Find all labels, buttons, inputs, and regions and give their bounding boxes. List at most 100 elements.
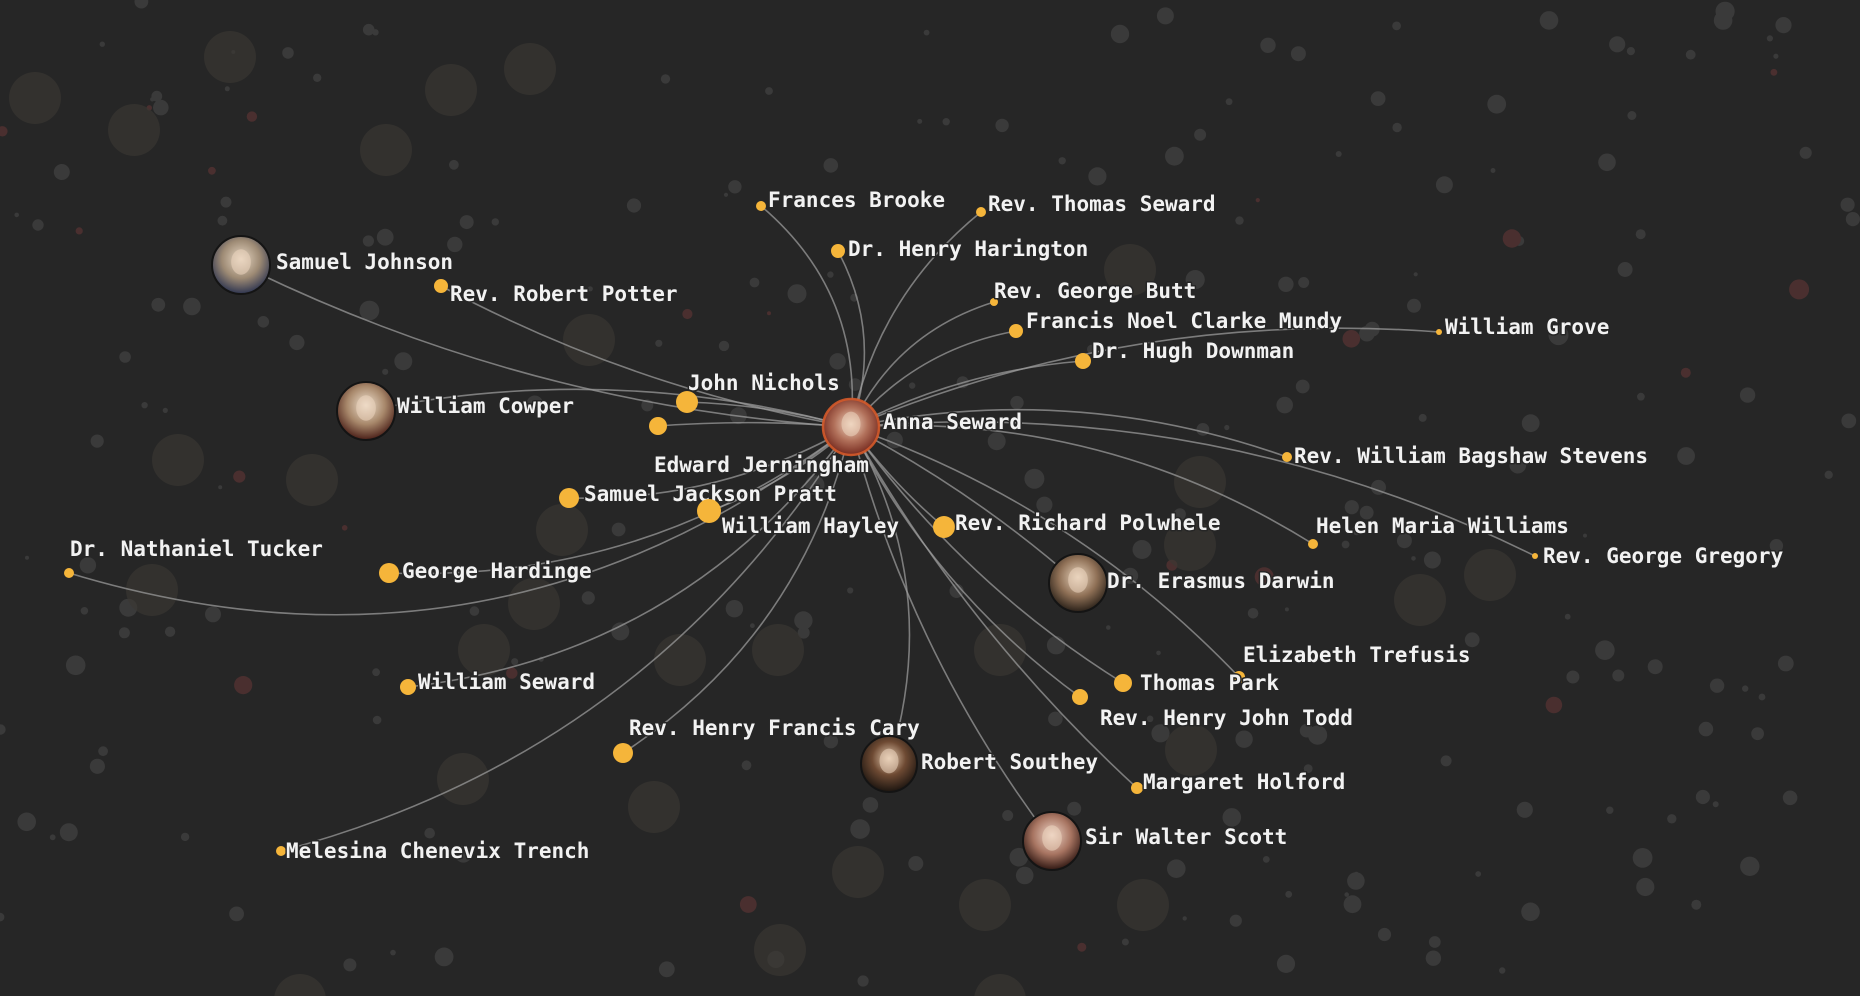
label-helen-maria-williams[interactable]: Helen Maria Williams bbox=[1315, 513, 1571, 540]
label-elizabeth-trefusis[interactable]: Elizabeth Trefusis bbox=[1242, 642, 1473, 669]
portrait-face-samuel-johnson bbox=[231, 249, 251, 275]
node-george-hardinge[interactable]: George Hardinge bbox=[379, 558, 594, 585]
node-dr-henry-harington[interactable]: Dr. Henry Harington bbox=[831, 236, 1090, 263]
node-margaret-holford[interactable]: Margaret Holford bbox=[1131, 769, 1347, 796]
dot-rev-george-gregory[interactable] bbox=[1532, 553, 1538, 559]
node-william-seward[interactable]: William Seward bbox=[400, 669, 597, 696]
label-francis-noel-clarke-mundy[interactable]: Francis Noel Clarke Mundy bbox=[1025, 308, 1344, 335]
node-dr-erasmus-darwin[interactable]: Dr. Erasmus Darwin bbox=[1048, 553, 1337, 613]
background-dot bbox=[797, 626, 810, 639]
node-robert-southey[interactable]: Robert Southey bbox=[860, 735, 1100, 793]
dot-melesina-chenevix-trench[interactable] bbox=[276, 846, 286, 856]
dot-samuel-jackson-pratt[interactable] bbox=[559, 488, 579, 508]
label-samuel-jackson-pratt[interactable]: Samuel Jackson Pratt bbox=[583, 481, 839, 508]
dot-elizabeth-trefusis[interactable] bbox=[1233, 671, 1245, 683]
dot-john-nichols[interactable] bbox=[676, 391, 698, 413]
label-william-grove[interactable]: William Grove bbox=[1444, 314, 1611, 341]
dot-rev-george-butt[interactable] bbox=[990, 298, 998, 306]
label-edward-jerningham[interactable]: Edward Jerningham bbox=[653, 452, 871, 479]
label-william-cowper[interactable]: William Cowper bbox=[396, 393, 576, 420]
label-john-nichols[interactable]: John Nichols bbox=[687, 370, 842, 397]
node-william-cowper[interactable]: William Cowper bbox=[336, 381, 576, 441]
dot-rev-richard-polwhele[interactable] bbox=[933, 516, 955, 538]
node-dr-hugh-downman[interactable]: Dr. Hugh Downman bbox=[1075, 338, 1296, 369]
node-rev-george-gregory[interactable]: Rev. George Gregory bbox=[1532, 543, 1786, 570]
node-william-hayley[interactable]: William Hayley bbox=[697, 499, 901, 540]
label-william-seward[interactable]: William Seward bbox=[417, 669, 597, 696]
node-william-grove[interactable]: William Grove bbox=[1436, 314, 1611, 341]
dot-william-seward[interactable] bbox=[400, 679, 416, 695]
label-anna-seward[interactable]: Anna Seward bbox=[882, 409, 1024, 436]
dot-dr-henry-harington[interactable] bbox=[831, 244, 845, 258]
label-rev-george-butt[interactable]: Rev. George Butt bbox=[993, 278, 1198, 305]
node-melesina-chenevix-trench[interactable]: Melesina Chenevix Trench bbox=[276, 838, 591, 865]
dot-dr-hugh-downman[interactable] bbox=[1075, 353, 1091, 369]
label-frances-brooke[interactable]: Frances Brooke bbox=[767, 187, 947, 214]
dot-helen-maria-williams[interactable] bbox=[1308, 539, 1318, 549]
background-dot bbox=[1121, 938, 1129, 946]
node-samuel-jackson-pratt[interactable]: Samuel Jackson Pratt bbox=[559, 481, 839, 508]
label-rev-richard-polwhele[interactable]: Rev. Richard Polwhele bbox=[954, 510, 1223, 537]
node-rev-george-butt[interactable]: Rev. George Butt bbox=[990, 278, 1198, 306]
label-rev-henry-john-todd[interactable]: Rev. Henry John Todd bbox=[1099, 705, 1355, 732]
node-frances-brooke[interactable]: Frances Brooke bbox=[756, 187, 947, 214]
node-edward-jerningham[interactable]: Edward Jerningham bbox=[649, 417, 871, 479]
background-dot bbox=[424, 827, 436, 839]
background-dot bbox=[1566, 670, 1580, 684]
node-thomas-park[interactable]: Thomas Park bbox=[1114, 670, 1281, 697]
node-anna-seward[interactable]: Anna Seward bbox=[821, 397, 1024, 457]
label-rev-robert-potter[interactable]: Rev. Robert Potter bbox=[449, 281, 680, 308]
node-john-nichols[interactable]: John Nichols bbox=[676, 370, 842, 413]
dot-frances-brooke[interactable] bbox=[756, 201, 766, 211]
dot-rev-robert-potter[interactable] bbox=[434, 279, 448, 293]
dot-edward-jerningham[interactable] bbox=[649, 417, 667, 435]
node-rev-robert-potter[interactable]: Rev. Robert Potter bbox=[434, 279, 680, 308]
label-dr-nathaniel-tucker[interactable]: Dr. Nathaniel Tucker bbox=[69, 536, 325, 563]
dot-william-hayley[interactable] bbox=[697, 499, 721, 523]
node-rev-richard-polwhele[interactable]: Rev. Richard Polwhele bbox=[933, 510, 1223, 538]
label-robert-southey[interactable]: Robert Southey bbox=[920, 749, 1100, 776]
label-dr-henry-harington[interactable]: Dr. Henry Harington bbox=[847, 236, 1090, 263]
label-george-hardinge[interactable]: George Hardinge bbox=[401, 558, 594, 585]
dot-rev-henry-francis-cary[interactable] bbox=[613, 743, 633, 763]
node-rev-henry-francis-cary[interactable]: Rev. Henry Francis Cary bbox=[613, 715, 922, 763]
node-rev-thomas-seward[interactable]: Rev. Thomas Seward bbox=[976, 191, 1218, 218]
label-william-hayley[interactable]: William Hayley bbox=[721, 513, 901, 540]
node-samuel-johnson[interactable]: Samuel Johnson bbox=[211, 235, 455, 295]
label-rev-henry-francis-cary[interactable]: Rev. Henry Francis Cary bbox=[628, 715, 922, 742]
background-dot bbox=[660, 74, 671, 84]
dot-rev-william-bagshaw-stevens[interactable] bbox=[1282, 452, 1292, 462]
label-rev-george-gregory[interactable]: Rev. George Gregory bbox=[1542, 543, 1786, 570]
background-dot bbox=[1766, 35, 1773, 42]
node-elizabeth-trefusis[interactable]: Elizabeth Trefusis bbox=[1233, 642, 1473, 683]
dot-rev-thomas-seward[interactable] bbox=[976, 207, 986, 217]
node-sir-walter-scott[interactable]: Sir Walter Scott bbox=[1022, 811, 1289, 871]
background-portrait bbox=[425, 64, 477, 116]
node-rev-william-bagshaw-stevens[interactable]: Rev. William Bagshaw Stevens bbox=[1282, 443, 1650, 470]
label-dr-erasmus-darwin[interactable]: Dr. Erasmus Darwin bbox=[1106, 568, 1337, 595]
node-dr-nathaniel-tucker[interactable]: Dr. Nathaniel Tucker bbox=[64, 536, 325, 578]
dot-george-hardinge[interactable] bbox=[379, 563, 399, 583]
label-margaret-holford[interactable]: Margaret Holford bbox=[1142, 769, 1347, 796]
label-dr-hugh-downman[interactable]: Dr. Hugh Downman bbox=[1091, 338, 1296, 365]
node-helen-maria-williams[interactable]: Helen Maria Williams bbox=[1308, 513, 1571, 549]
node-rev-henry-john-todd[interactable]: Rev. Henry John Todd bbox=[1072, 689, 1355, 732]
label-sir-walter-scott[interactable]: Sir Walter Scott bbox=[1084, 824, 1289, 851]
dot-dr-nathaniel-tucker[interactable] bbox=[64, 568, 74, 578]
dot-francis-noel-clarke-mundy[interactable] bbox=[1009, 324, 1023, 338]
node-francis-noel-clarke-mundy[interactable]: Francis Noel Clarke Mundy bbox=[1009, 308, 1344, 338]
dot-margaret-holford[interactable] bbox=[1131, 782, 1143, 794]
label-rev-william-bagshaw-stevens[interactable]: Rev. William Bagshaw Stevens bbox=[1293, 443, 1650, 470]
label-melesina-chenevix-trench[interactable]: Melesina Chenevix Trench bbox=[285, 838, 591, 865]
dot-william-grove[interactable] bbox=[1436, 329, 1442, 335]
dot-thomas-park[interactable] bbox=[1114, 674, 1132, 692]
background-dot bbox=[1048, 711, 1063, 727]
background-dot bbox=[151, 90, 163, 102]
label-rev-thomas-seward[interactable]: Rev. Thomas Seward bbox=[987, 191, 1218, 218]
dot-rev-henry-john-todd[interactable] bbox=[1072, 689, 1088, 705]
label-thomas-park[interactable]: Thomas Park bbox=[1139, 670, 1281, 697]
label-samuel-johnson[interactable]: Samuel Johnson bbox=[275, 249, 455, 276]
